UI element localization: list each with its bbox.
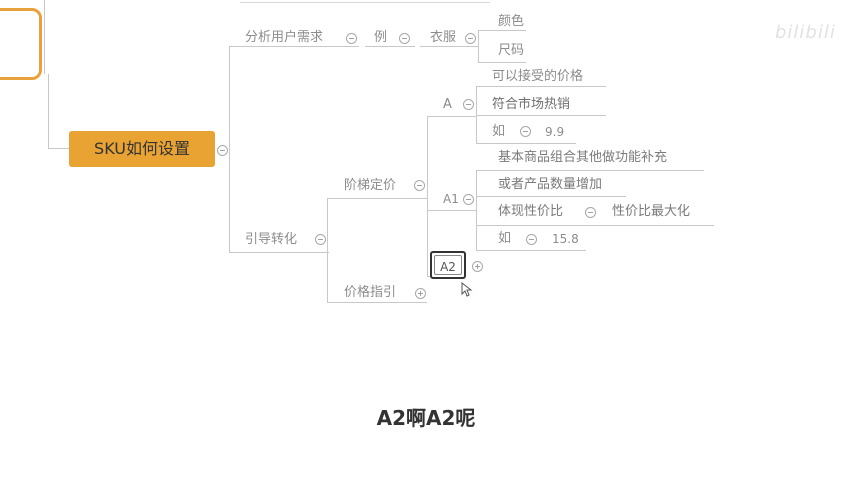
connector [229,46,230,252]
topic-max-value[interactable]: 性价比最大化 [612,204,691,219]
connector [327,198,328,302]
connector [427,116,428,276]
collapse-toggle-icon[interactable] [315,234,326,245]
topic-clothes[interactable]: 衣服 [430,30,457,45]
expand-toggle-icon[interactable] [472,261,483,272]
connector [427,116,477,117]
topic-tier-pricing[interactable]: 阶梯定价 [344,178,397,193]
topic-price-9-9[interactable]: 9.9 [545,125,565,139]
connector [240,2,490,3]
collapse-toggle-icon[interactable] [217,145,228,156]
connector [476,86,606,87]
connector [476,250,586,251]
topic-acceptable-price[interactable]: 可以接受的价格 [492,69,584,84]
connector [476,115,606,116]
collapse-toggle-icon[interactable] [585,207,596,218]
collapse-toggle-icon[interactable] [526,234,537,245]
video-subtitle: A2啊A2呢 [376,406,476,430]
connector [476,86,477,143]
connector [48,148,69,149]
topic-market-hot[interactable]: 符合市场热销 [492,97,571,112]
collapse-toggle-icon[interactable] [465,33,476,44]
connector [327,302,427,303]
topic-price-guide[interactable]: 价格指引 [344,285,397,300]
collapse-toggle-icon[interactable] [520,126,531,137]
topic-size[interactable]: 尺码 [498,43,525,58]
connector [476,170,704,171]
topic-example[interactable]: 例 [374,30,388,45]
topic-tier-a2-selected[interactable]: A2 [430,251,466,279]
collapse-toggle-icon[interactable] [414,180,425,191]
connector [420,46,478,47]
connector [476,170,477,250]
topic-color[interactable]: 颜色 [498,14,525,29]
connector [427,276,430,277]
topic-quantity-increase[interactable]: 或者产品数量增加 [498,177,603,192]
topic-value-for-money[interactable]: 体现性价比 [498,204,564,219]
connector [476,143,576,144]
sku-topic-node[interactable]: SKU如何设置 [69,131,215,167]
topic-tier-a[interactable]: A [443,97,452,112]
connector [476,196,626,197]
expand-toggle-icon[interactable] [415,288,426,299]
collapse-toggle-icon[interactable] [463,99,474,110]
mouse-cursor-icon [461,282,473,297]
topic-tier-a2-label: A2 [440,260,456,274]
connector [478,30,479,62]
connector [478,30,526,31]
topic-guide-conversion[interactable]: 引导转化 [245,232,298,247]
collapse-toggle-icon[interactable] [399,33,410,44]
connector [229,46,359,47]
bilibili-watermark-logo: bilibili [775,22,836,43]
connector [365,46,415,47]
topic-bundle-function[interactable]: 基本商品组合其他做功能补充 [498,150,668,165]
topic-tier-a1[interactable]: A1 [443,192,459,206]
topic-analyze-user-needs[interactable]: 分析用户需求 [245,30,324,45]
topic-example-a1[interactable]: 如 [498,231,512,246]
collapse-toggle-icon[interactable] [346,33,357,44]
connector [478,62,526,63]
connector [229,252,329,253]
connector [327,198,427,199]
topic-price-15-8[interactable]: 15.8 [552,232,579,246]
connector [48,74,49,148]
connector [427,210,477,211]
topic-example-a[interactable]: 如 [492,124,506,139]
collapse-toggle-icon[interactable] [463,194,474,205]
connector [44,0,45,74]
root-topic-node[interactable] [0,8,42,80]
connector [476,225,714,226]
